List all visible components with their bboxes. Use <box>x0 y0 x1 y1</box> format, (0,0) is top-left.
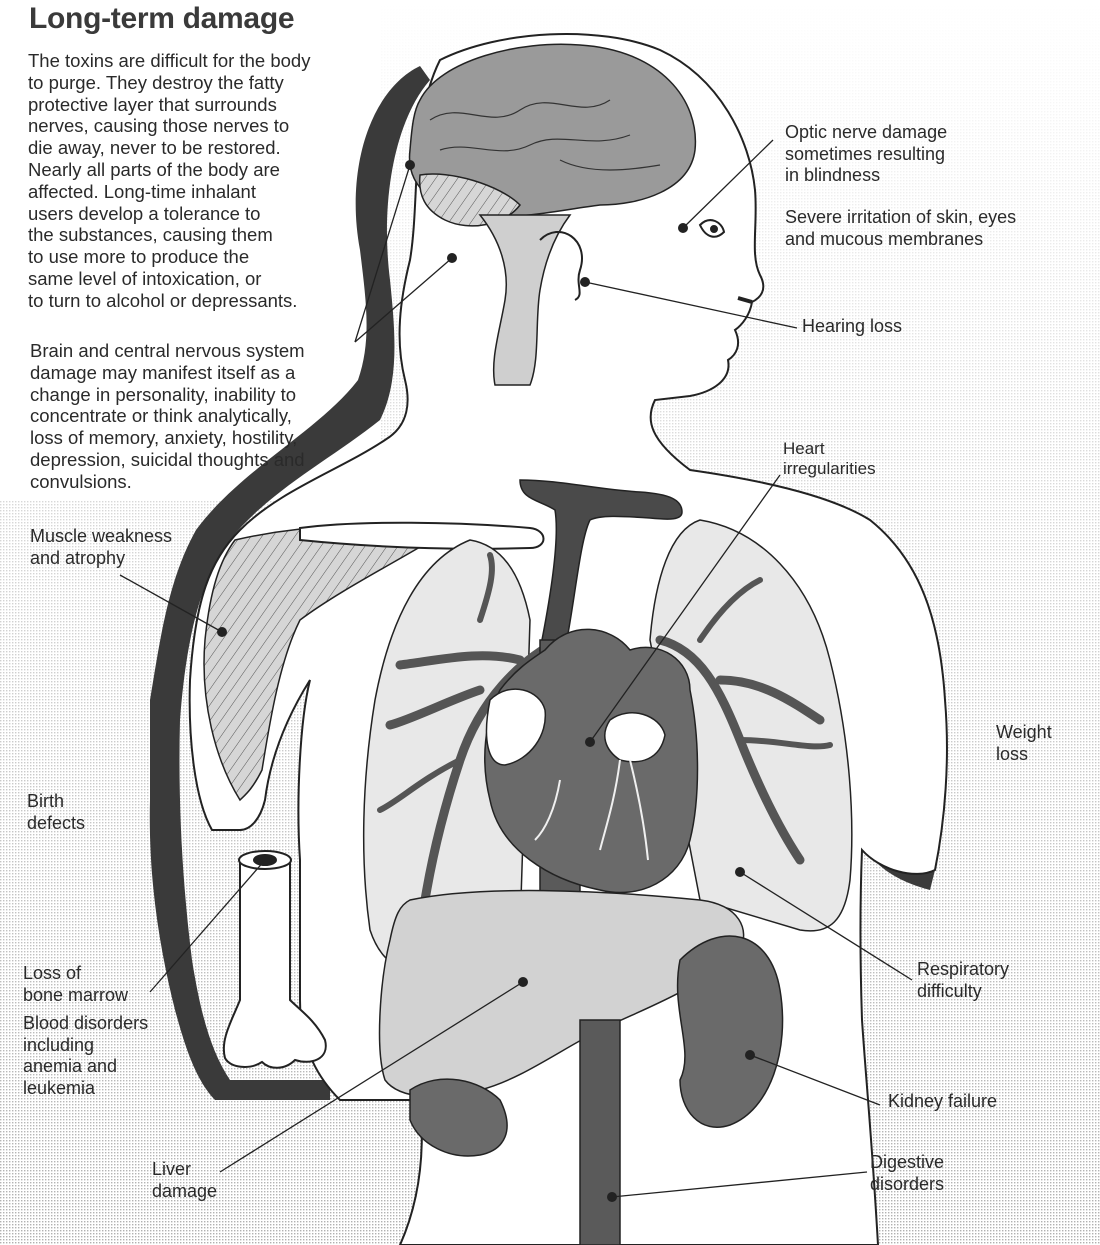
label-respiratory: Respiratory difficulty <box>917 959 1009 1002</box>
intro-paragraph: The toxins are difficult for the body to… <box>28 50 368 312</box>
text-line: depression, suicidal thoughts and <box>30 449 370 471</box>
text-line: the substances, causing them <box>28 224 368 246</box>
label-digestive: Digestive disorders <box>870 1152 944 1195</box>
label-hearing-loss: Hearing loss <box>802 316 902 338</box>
text-line: to purge. They destroy the fatty <box>28 72 368 94</box>
text-line: to turn to alcohol or depressants. <box>28 290 368 312</box>
page-title: Long-term damage <box>29 2 294 36</box>
label-kidney-failure: Kidney failure <box>888 1091 997 1113</box>
text-line: affected. Long-time inhalant <box>28 181 368 203</box>
text-line: convulsions. <box>30 471 370 493</box>
label-bone-marrow: Loss of bone marrow <box>23 963 128 1006</box>
label-birth-defects: Birth defects <box>27 791 85 834</box>
text-line: nerves, causing those nerves to <box>28 115 368 137</box>
text-line: protective layer that surrounds <box>28 94 368 116</box>
brain-damage-paragraph: Brain and central nervous system damage … <box>30 340 370 493</box>
text-line: Nearly all parts of the body are <box>28 159 368 181</box>
text-line: Brain and central nervous system <box>30 340 370 362</box>
text-line: same level of intoxication, or <box>28 268 368 290</box>
label-weight-loss: Weight loss <box>996 722 1052 765</box>
text-line: to use more to produce the <box>28 246 368 268</box>
label-liver-damage: Liver damage <box>152 1159 217 1202</box>
label-muscle: Muscle weakness and atrophy <box>30 526 172 569</box>
label-skin-irritation: Severe irritation of skin, eyes and muco… <box>785 207 1016 250</box>
label-heart: Heart irregularities <box>783 439 876 479</box>
text-line: concentrate or think analytically, <box>30 405 370 427</box>
label-blood-disorders: Blood disorders including anemia and leu… <box>23 1013 148 1099</box>
text-line: die away, never to be restored. <box>28 137 368 159</box>
text-line: loss of memory, anxiety, hostility, <box>30 427 370 449</box>
text-line: damage may manifest itself as a <box>30 362 370 384</box>
label-optic-nerve: Optic nerve damage sometimes resulting i… <box>785 122 947 187</box>
text-line: users develop a tolerance to <box>28 203 368 225</box>
text-line: The toxins are difficult for the body <box>28 50 368 72</box>
text-line: change in personality, inability to <box>30 384 370 406</box>
spine <box>580 1020 620 1245</box>
